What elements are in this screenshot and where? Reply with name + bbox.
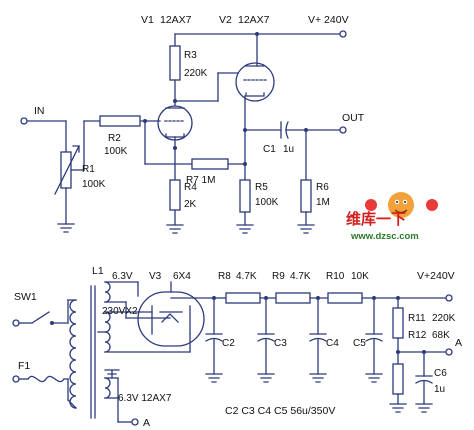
label-cap-note: C2 C3 C4 C5 56u/350V — [225, 405, 335, 417]
label-sec-63b: 6.3V 12AX7 — [118, 393, 172, 404]
site-watermark: 维库一下 www.dzsc.com — [346, 192, 438, 242]
label-v1-type: 12AX7 — [160, 14, 192, 26]
label-f1: F1 — [18, 360, 30, 372]
label-c3: C3 — [274, 338, 287, 349]
mascot-logo — [388, 192, 414, 218]
label-sec-230: 230VX2 — [102, 306, 138, 317]
r12-resistor — [392, 363, 404, 395]
label-v3-type: 6X4 — [173, 271, 191, 282]
r6-resistor — [300, 179, 312, 213]
label-r6-val: 1M — [316, 197, 330, 208]
c3-capacitor — [257, 297, 275, 383]
mains-terminal-1 — [12, 319, 20, 327]
label-r6: R6 — [316, 182, 329, 193]
vplus-terminal-bottom — [445, 294, 453, 302]
a-terminal-bottom — [131, 418, 139, 426]
label-r3: R3 — [184, 50, 197, 61]
label-a-right: A — [455, 337, 462, 349]
labels: V1 12AX7 V2 12AX7 V+ 240V R3 220K IN OUT… — [14, 14, 462, 429]
a-terminal-right — [445, 348, 453, 356]
label-r8-val: 4.7K — [236, 271, 257, 282]
label-r12: R12 — [408, 330, 427, 341]
label-r2: R2 — [108, 133, 121, 144]
label-sec-63: 6.3V — [112, 271, 133, 282]
preamp-section — [20, 30, 347, 234]
sw1-switch — [31, 311, 50, 324]
power-supply-section — [12, 281, 453, 426]
label-r5-val: 100K — [255, 197, 279, 208]
c4-capacitor — [309, 297, 327, 383]
r1-potentiometer — [60, 151, 72, 189]
label-vplus-bottom: V+240V — [417, 270, 455, 282]
v1-tube — [157, 105, 193, 149]
watermark-cn: 维库一下 — [346, 210, 406, 228]
in-terminal — [20, 117, 28, 125]
out-terminal — [339, 126, 347, 134]
label-v1: V1 — [141, 14, 154, 26]
label-r9: R9 — [272, 271, 285, 282]
v3-rectifier — [125, 281, 205, 353]
label-a-bottom: A — [143, 417, 150, 429]
label-r11: R11 — [408, 313, 426, 324]
r7-resistor — [191, 158, 229, 170]
label-r11-val: 220K — [432, 313, 456, 324]
label-in: IN — [34, 105, 45, 117]
label-r1: R1 — [82, 164, 95, 175]
r2-resistor — [99, 115, 141, 127]
label-v2-type: 12AX7 — [238, 14, 270, 26]
label-r9-val: 4.7K — [290, 271, 311, 282]
label-r1-val: 100K — [82, 179, 106, 190]
v2-tube — [235, 33, 275, 181]
label-r3-val: 220K — [184, 68, 208, 79]
label-c1-val: 1u — [283, 144, 294, 155]
label-c5: C5 — [353, 338, 366, 349]
label-r4: R4 — [184, 182, 197, 193]
label-r10-val: 10K — [351, 271, 369, 282]
label-c6: C6 — [434, 368, 447, 379]
c6-capacitor — [415, 351, 433, 413]
r3-resistor — [169, 45, 181, 81]
label-r12-val: 68K — [432, 330, 450, 341]
label-r4-val: 2K — [184, 199, 197, 210]
label-v2: V2 — [219, 14, 232, 26]
r9-resistor — [275, 292, 311, 304]
vplus-terminal-top — [339, 30, 347, 38]
c5-capacitor — [365, 297, 383, 383]
label-vplus-top: V+ 240V — [308, 14, 349, 26]
label-c2: C2 — [222, 338, 235, 349]
r5-resistor — [239, 179, 251, 213]
f1-fuse — [27, 375, 65, 383]
label-c1: C1 — [263, 144, 276, 155]
label-r8: R8 — [218, 271, 231, 282]
r4-resistor — [169, 179, 181, 211]
label-c6-val: 1u — [434, 384, 445, 395]
label-r5: R5 — [255, 182, 268, 193]
mains-terminal-2 — [12, 375, 20, 383]
label-r2-val: 100K — [104, 146, 128, 157]
label-v3: V3 — [149, 271, 162, 282]
label-sw1: SW1 — [14, 291, 37, 303]
r8-resistor — [225, 292, 261, 304]
label-r7: R7 1M — [186, 175, 215, 186]
label-l1: L1 — [92, 265, 104, 277]
r10-resistor — [327, 292, 363, 304]
r11-resistor — [392, 307, 404, 339]
label-r10: R10 — [326, 271, 345, 282]
label-out: OUT — [342, 112, 365, 124]
watermark-url: www.dzsc.com — [350, 231, 419, 242]
label-c4: C4 — [326, 338, 339, 349]
c2-capacitor — [205, 297, 223, 383]
